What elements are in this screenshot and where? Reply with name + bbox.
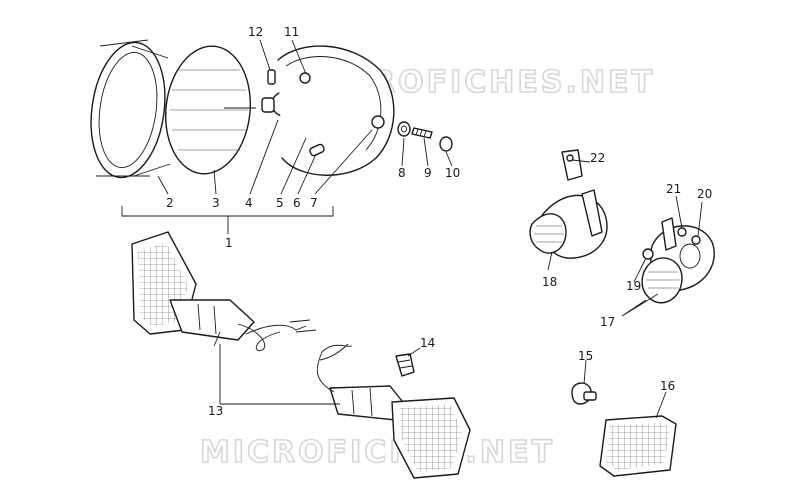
label-17: 17 [600,315,615,329]
watermark-bottom: MICROFICHES.NET [200,435,555,470]
label-11: 11 [284,25,299,39]
label-19: 19 [626,279,641,293]
washer-8 [397,121,411,137]
bolt-14 [395,353,415,377]
headlight-shell [277,45,395,176]
horn-rear [641,217,715,304]
bolt-9 [411,127,433,139]
headlight-lens [131,45,252,177]
label-4: 4 [245,196,253,210]
label-2: 2 [166,196,174,210]
rear-turn-signal [316,343,471,479]
label-13: 13 [208,404,223,418]
label-12: 12 [248,25,263,39]
label-5: 5 [276,196,284,210]
label-20: 20 [697,187,712,201]
label-10: 10 [445,166,460,180]
label-22: 22 [590,151,605,165]
label-14: 14 [420,336,435,350]
group-bracket-1 [121,206,334,234]
indicator-bulb-15 [571,382,597,405]
label-7: 7 [310,196,318,210]
headlight-rim [90,39,166,179]
side-screw-12 [267,69,276,85]
label-16: 16 [660,379,675,393]
label-1: 1 [225,236,233,250]
lens-16 [599,415,677,477]
front-turn-signal [131,231,317,352]
cap-nut-10 [439,136,453,152]
label-3: 3 [212,196,220,210]
label-6: 6 [293,196,301,210]
label-9: 9 [424,166,432,180]
label-15: 15 [578,349,593,363]
horn-front [529,149,608,259]
label-21: 21 [666,182,681,196]
leader-lines [157,39,703,419]
label-18: 18 [542,275,557,289]
label-8: 8 [398,166,406,180]
